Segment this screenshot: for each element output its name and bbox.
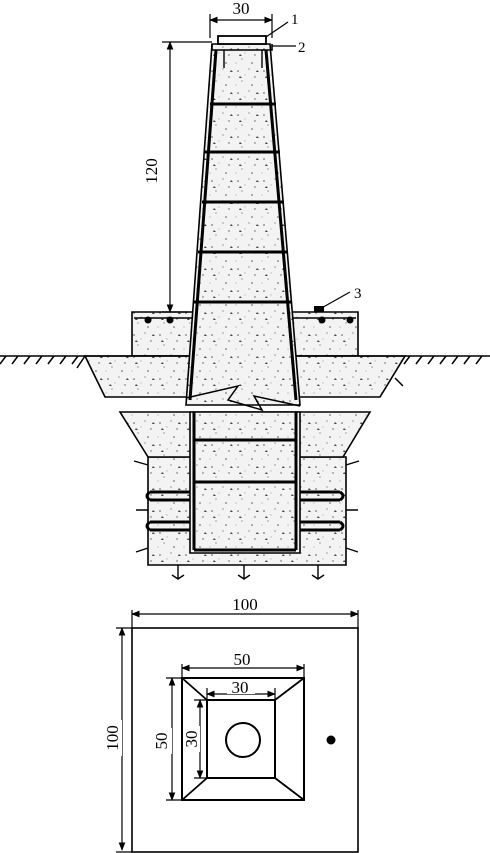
dim-plan-middle-height-label: 50 [152,733,171,750]
dim-top-width: 30 [209,0,273,38]
pillar-rebar-cage [188,49,298,552]
elevation-view: 30 120 1 2 3 [0,0,490,580]
plan-center-circle [225,722,261,758]
plan-chamfers [181,677,305,801]
dim-height-label: 120 [142,158,161,184]
callout-1: 1 [291,12,299,28]
dim-plan-middle-width-label: 50 [234,650,251,669]
anchor-spikes [133,460,360,580]
dim-plan-inner-width-label: 30 [232,678,249,697]
dim-plan-middle-height: 50 [152,677,182,801]
dim-plan-outer-width-label: 100 [232,595,258,614]
dim-plan-outer-width: 100 [131,595,359,628]
dim-plan-inner-width: 30 [206,678,276,700]
dim-plan-middle-width: 50 [181,650,305,678]
plan-marker-dot [326,735,336,745]
dim-plan-outer-height: 100 [103,627,132,853]
dim-plan-inner-height: 30 [182,699,207,779]
callout-3: 3 [354,286,362,302]
callout-2: 2 [298,40,306,56]
dim-plan-inner-height-label: 30 [182,731,201,748]
callouts: 1 2 3 [265,12,362,312]
break-line [185,384,301,412]
dim-height: 120 [140,41,212,313]
dim-top-width-label: 30 [233,0,250,18]
dim-plan-outer-height-label: 100 [103,725,122,751]
top-cap [211,35,273,68]
plan-view: 100 100 50 50 30 [103,595,359,853]
